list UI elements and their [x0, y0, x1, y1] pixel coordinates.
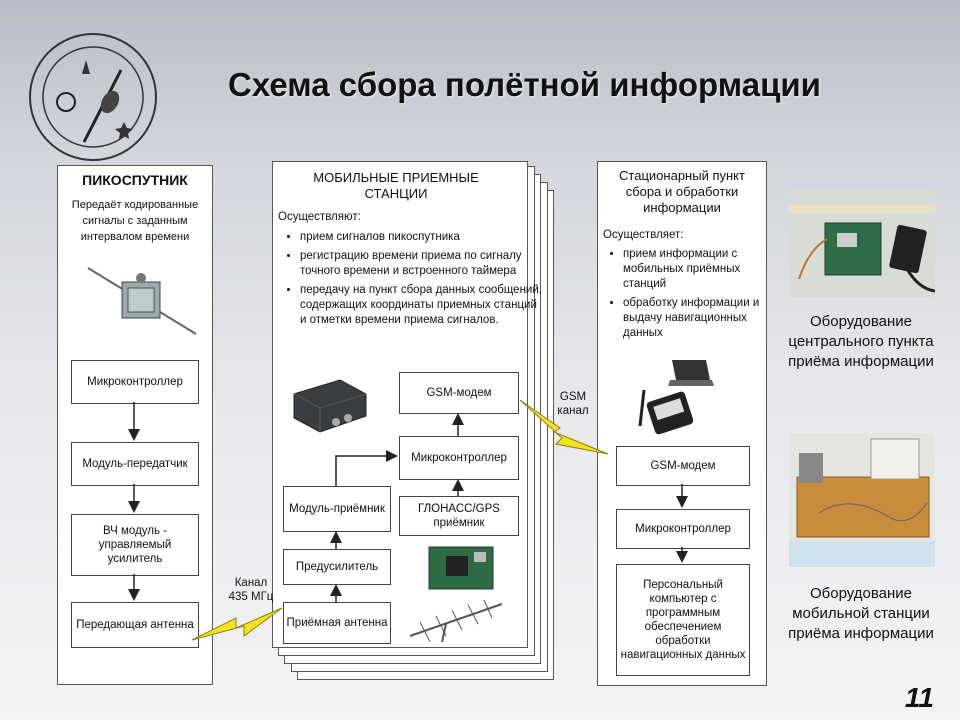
slide-title: Схема сбора полётной информации: [228, 66, 821, 103]
gsm-channel-label: GSM канал: [557, 391, 589, 417]
station-intro: Осуществляет:: [603, 229, 684, 241]
mobile-gsm-modem-box: GSM-модем: [399, 372, 519, 414]
central-equipment-caption: Оборудование центрального пункта приёма …: [788, 313, 934, 370]
mobile-bullet: передачу на пункт сбора данных сообщений…: [300, 283, 544, 328]
glonass-gps-box: ГЛОНАСС/GPS приёмник: [399, 496, 519, 536]
mobile-bullets: прием сигналов пикоспутника регистрацию …: [278, 230, 544, 332]
gps-board-image: [428, 546, 494, 590]
picosat-header: ПИКОСПУТНИК: [82, 172, 188, 188]
mobile-receiver-box: Модуль-приёмник: [283, 486, 391, 532]
station-bullet: прием информации с мобильных приёмных ст…: [623, 247, 783, 292]
picosat-microcontroller-box: Микроконтроллер: [71, 360, 199, 404]
picosat-desc: Передаёт кодированные сигналы с заданным…: [71, 199, 199, 243]
mobile-intro: Осуществляют:: [278, 211, 361, 223]
station-bullet: обработку информации и выдачу навигацион…: [623, 296, 783, 341]
picosatellite-image: [87, 267, 197, 335]
personal-computer-box: Персональный компьютер с программным обе…: [616, 564, 750, 676]
station-header: Стационарный пункт сбора и обработки инф…: [619, 168, 745, 215]
emblem-logo: [29, 33, 157, 161]
station-microcontroller-box: Микроконтроллер: [616, 509, 750, 549]
mobile-bullet: прием сигналов пикоспутника: [300, 230, 544, 245]
station-gsm-modem-box: GSM-модем: [616, 446, 750, 486]
laptop-router-image: [638, 360, 714, 435]
yagi-antenna-image: [409, 599, 503, 642]
page-number: 11: [904, 682, 934, 713]
lightning-435-icon: [191, 607, 283, 641]
receiving-antenna-box: Приёмная антенна: [283, 602, 391, 644]
mobile-header: МОБИЛЬНЫЕ ПРИЕМНЫЕ СТАНЦИИ: [313, 170, 479, 201]
mobile-bullet: регистрацию времени приема по сигналу то…: [300, 249, 544, 279]
lightning-gsm-icon: [519, 399, 609, 455]
picosat-transmitter-box: Модуль-передатчик: [71, 442, 199, 486]
central-equipment-photo: [789, 189, 935, 297]
picosat-amplifier-box: ВЧ модуль - управляемый усилитель: [71, 514, 199, 576]
picosat-antenna-box: Передающая антенна: [71, 602, 199, 648]
mobile-equipment-photo: [789, 433, 935, 567]
gsm-modem-device-image: [293, 379, 367, 433]
channel-435-label: Канал 435 МГц: [228, 577, 274, 603]
mobile-equipment-caption: Оборудование мобильной станции приёма ин…: [788, 585, 934, 642]
mobile-microcontroller-box: Микроконтроллер: [399, 436, 519, 480]
arrow: [335, 450, 398, 486]
station-bullets: прием информации с мобильных приёмных ст…: [603, 247, 783, 345]
